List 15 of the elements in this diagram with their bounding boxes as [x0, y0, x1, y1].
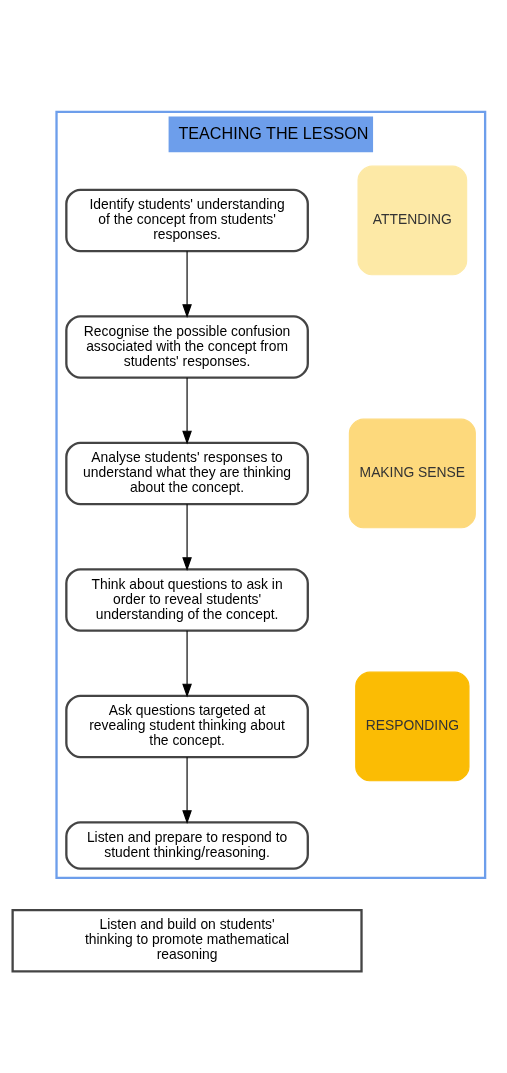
node-box: Identify students' understanding of the concept from students' responses. [65, 188, 309, 252]
node-box: MAKING SENSE [348, 418, 476, 528]
arrow [182, 629, 192, 698]
node-box: Recognise the possible confusion associated with the concept from students' responses. [65, 314, 309, 379]
node-box: Think about questions to ask in order to reveal students' understanding of the concept. [65, 567, 309, 632]
node-box: Listen and prepare to respond to student thinking/reasoning. [65, 820, 309, 870]
arrow [182, 756, 192, 824]
node-box: Analyse students' responses to understand what they are thinking about the concept. [65, 441, 309, 505]
arrow [182, 376, 192, 445]
node-box: Ask questions targeted at revealing student thinking about the concept. [65, 694, 309, 758]
arrow [182, 250, 192, 318]
node-box: RESPONDING [355, 671, 470, 781]
node-box: Listen and build on students' thinking to promote mathematical reasoning [11, 908, 363, 973]
arrow [182, 503, 192, 571]
node-box: ATTENDING [357, 165, 468, 275]
